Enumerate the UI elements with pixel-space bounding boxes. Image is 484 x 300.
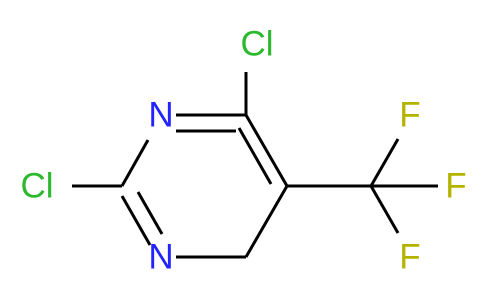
bond-c5-c6 [244,185,289,258]
atom-f-top: F [399,96,420,135]
atom-f-bottom: F [399,238,420,277]
bond-c4-c5 [244,114,289,187]
bond-n1-c2 [120,195,152,246]
atom-cl-top: Cl [240,25,273,64]
bonds [72,72,438,259]
bond-n1-c2-inner [136,191,164,235]
atom-n-lower: N [148,238,173,277]
bond-c4-c5-inner [237,127,273,185]
atom-cl-left: Cl [20,167,53,206]
bond-cf3-f-top [369,138,400,187]
atom-labels: Cl N Cl N F F F [20,25,466,277]
atom-f-right: F [445,167,466,206]
atom-n-upper: N [148,96,173,135]
bond-cf3-f-bottom [369,185,400,234]
bond-c2-n3 [120,139,150,187]
